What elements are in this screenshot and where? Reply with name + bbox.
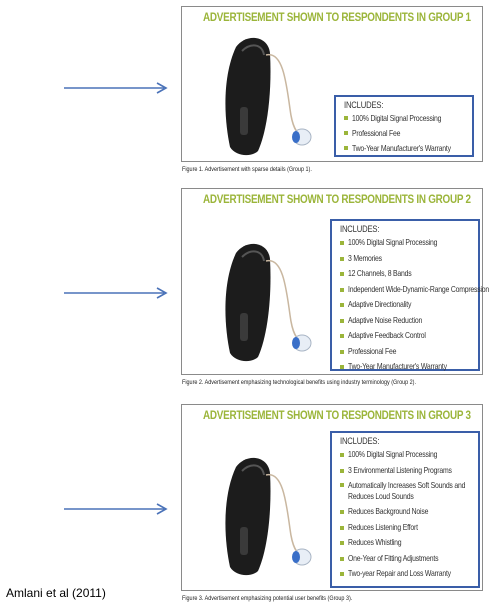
list-item: 3 Memories (340, 251, 474, 267)
list-item: Adaptive Feedback Control (340, 328, 474, 344)
includes-label: INCLUDES: (340, 436, 380, 446)
arrow-icon (64, 287, 168, 299)
figure-caption: Figure 3. Advertisement emphasizing pote… (182, 595, 353, 602)
list-item: Professional Fee (344, 126, 468, 141)
list-item: 3 Environmental Listening Programs (340, 463, 474, 479)
list-item: Independent Wide-Dynamic-Range Compressi… (340, 282, 489, 298)
list-item: Reduces Listening Effort (340, 520, 474, 536)
list-item: 100% Digital Signal Processing (340, 447, 474, 463)
advertisement-panel-group-1: ADVERTISEMENT SHOWN TO RESPONDENTS IN GR… (181, 6, 483, 162)
advertisement-panel-group-2: ADVERTISEMENT SHOWN TO RESPONDENTS IN GR… (181, 188, 489, 375)
figure-caption: Figure 2. Advertisement emphasizing tech… (182, 379, 417, 386)
list-item: Two-Year Manufacturer's Warranty (344, 141, 468, 156)
panel-title: ADVERTISEMENT SHOWN TO RESPONDENTS IN GR… (203, 12, 471, 24)
hearing-aid-icon (225, 37, 312, 156)
list-item: One-Year of Fitting Adjustments (340, 551, 474, 567)
list-item: Reduces Whistling (340, 535, 474, 551)
panel-title: ADVERTISEMENT SHOWN TO RESPONDENTS IN GR… (203, 194, 471, 206)
citation-credit: Amlani et al (2011) (6, 586, 106, 600)
list-item: Automatically Increases Soft Sounds and … (340, 478, 474, 504)
advertisement-panel-group-3: ADVERTISEMENT SHOWN TO RESPONDENTS IN GR… (181, 404, 483, 591)
arrow-icon (64, 82, 168, 94)
list-item: Two-Year Manufacturer's Warranty (340, 359, 474, 375)
list-item: Adaptive Noise Reduction (340, 313, 474, 329)
includes-box: INCLUDES: 100% Digital Signal Processing… (330, 219, 489, 371)
includes-box: INCLUDES: 100% Digital Signal Processing… (334, 95, 474, 157)
includes-label: INCLUDES: (340, 224, 380, 234)
arrow-icon (64, 503, 168, 515)
panel-title: ADVERTISEMENT SHOWN TO RESPONDENTS IN GR… (203, 410, 471, 422)
list-item: Professional Fee (340, 344, 474, 360)
list-item: Two-year Repair and Loss Warranty (340, 566, 474, 582)
list-item: 12 Channels, 8 Bands (340, 266, 474, 282)
hearing-aid-icon (225, 243, 312, 362)
list-item: 100% Digital Signal Processing (340, 235, 474, 251)
hearing-aid-icon (225, 457, 312, 576)
includes-box: INCLUDES: 100% Digital Signal Processing… (330, 431, 480, 588)
includes-label: INCLUDES: (344, 100, 384, 110)
figure-caption: Figure 1. Advertisement with sparse deta… (182, 166, 312, 173)
list-item: 100% Digital Signal Processing (344, 111, 468, 126)
list-item: Adaptive Directionality (340, 297, 474, 313)
list-item: Reduces Background Noise (340, 504, 474, 520)
